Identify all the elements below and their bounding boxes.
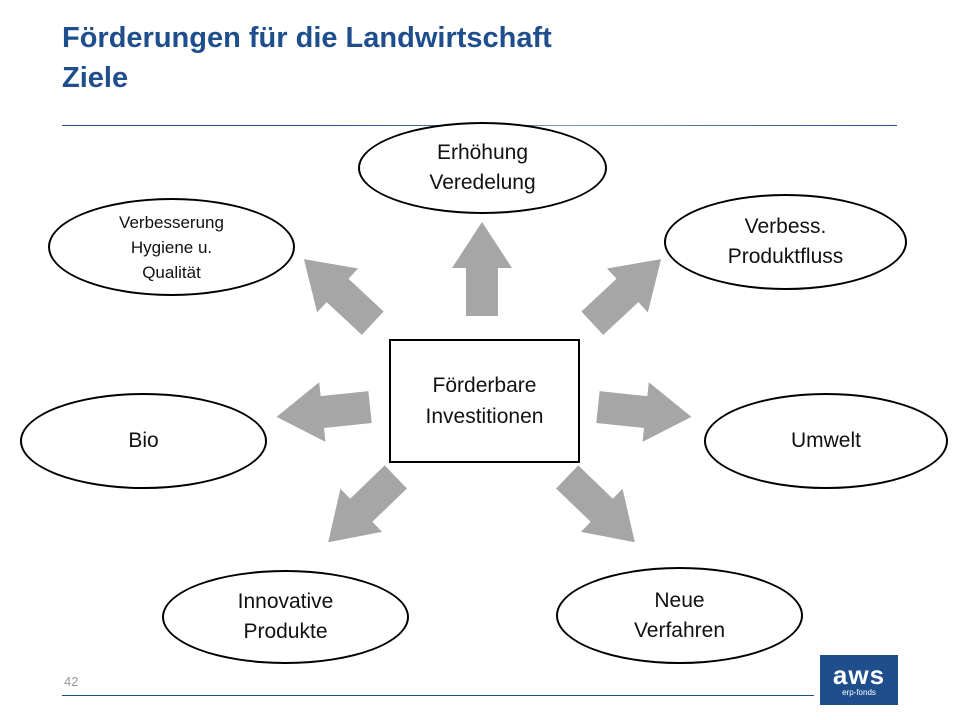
arrow-right [596, 382, 692, 442]
goal-hygiene-qualitaet: Verbesserung Hygiene u. Qualität [48, 198, 295, 296]
title-line-2: Ziele [62, 62, 129, 94]
goal-umwelt: Umwelt [704, 393, 948, 489]
goal-verfahren-line-1: Neue [654, 588, 705, 612]
goal-hygiene-line-1: Verbesserung [119, 212, 224, 232]
goal-hygiene-line-3: Qualität [142, 262, 201, 282]
bottom-rule [62, 695, 814, 696]
goal-erhoehung-veredelung: Erhöhung Veredelung [358, 122, 607, 214]
center-line-1: Förderbare [432, 374, 537, 397]
goal-neue-verfahren: Neue Verfahren [556, 567, 803, 664]
logo-main-text: aws [832, 660, 886, 690]
goal-umwelt-line-1: Umwelt [790, 429, 861, 452]
title-line-1: Förderungen für die Landwirtschaft [62, 22, 552, 54]
arrow-up-right [581, 259, 662, 335]
aws-logo: aws erp-fonds [820, 655, 898, 705]
logo-sub-text: erp-fonds [842, 688, 876, 697]
arrow-down-left [328, 465, 407, 543]
goal-bio: Bio [20, 393, 267, 489]
goal-erhoehung-line-1: Erhöhung [436, 141, 529, 164]
goal-produktfluss-line-2: Produktfluss [727, 245, 844, 268]
goal-produktfluss: Verbess. Produktfluss [664, 194, 907, 290]
goal-bio-line-1: Bio [128, 429, 159, 452]
goal-innovative-line-2: Produkte [243, 620, 328, 643]
center-line-2: Investitionen [425, 405, 544, 428]
slide-title: Förderungen für die Landwirtschaft Ziele [62, 18, 552, 98]
arrow-down-right [556, 465, 635, 543]
goal-innovative-line-1: Innovative [237, 590, 334, 613]
arrow-left [276, 382, 372, 442]
center-box-foerderbare-investitionen: Förderbare Investitionen [389, 339, 580, 463]
page-number: 42 [64, 674, 79, 689]
goal-innovative-produkte: Innovative Produkte [162, 570, 409, 664]
goal-erhoehung-line-2: Veredelung [429, 171, 536, 194]
goal-verfahren-line-2: Verfahren [633, 618, 726, 642]
arrow-up-left [303, 259, 384, 335]
goal-hygiene-line-2: Hygiene u. [130, 237, 213, 257]
arrow-up [452, 222, 512, 316]
goal-produktfluss-line-1: Verbess. [744, 215, 827, 238]
